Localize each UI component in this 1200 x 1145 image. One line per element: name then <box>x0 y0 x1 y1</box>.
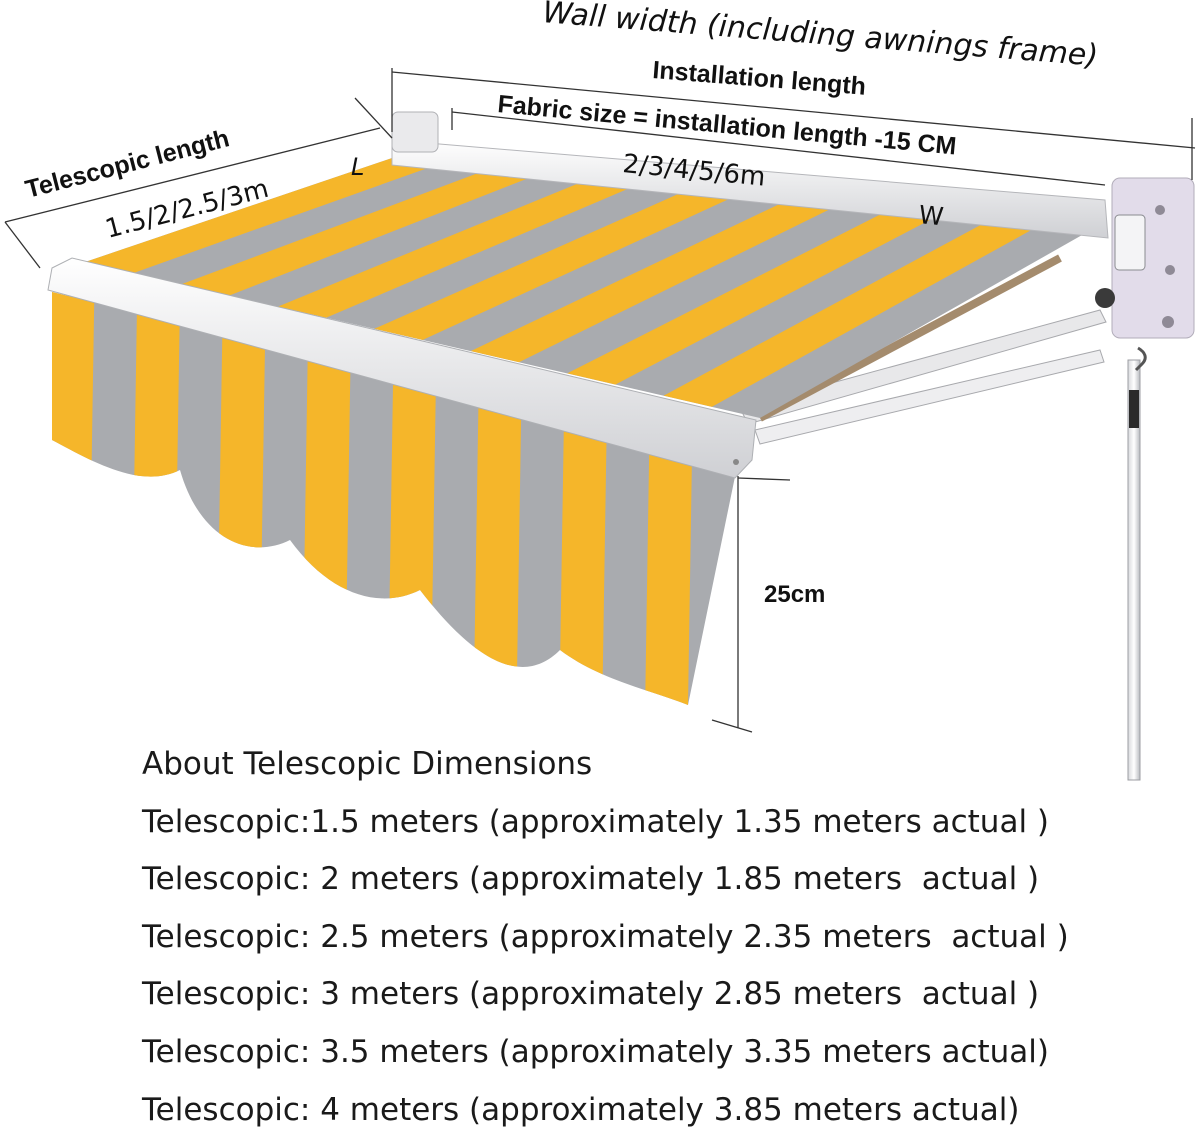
length-letter-label: L <box>351 153 364 181</box>
note-line: Telescopic: 2 meters (approximately 1.85… <box>142 861 1040 898</box>
front-bar <box>47 257 757 479</box>
canopy-stripe <box>277 176 647 318</box>
notes-heading: About Telescopic Dimensions <box>142 746 593 782</box>
arm-shadow <box>758 254 1062 422</box>
note-line: Telescopic: 4 meters (approximately 3.85… <box>142 1091 1020 1128</box>
canopy-stripe <box>374 185 749 340</box>
note-line: Telescopic:1.5 meters (approximately 1.3… <box>142 803 1050 840</box>
note-line: Telescopic: 3.5 meters (approximately 3.… <box>142 1033 1050 1070</box>
cassette-tube <box>391 139 1109 239</box>
valance-stripe <box>129 292 181 705</box>
valance-height-label: 25cm <box>764 581 825 608</box>
valance-stripe <box>52 292 95 705</box>
motor-bracket <box>1114 214 1146 271</box>
crank-hook <box>1134 346 1147 372</box>
canopy-stripe <box>663 212 1055 407</box>
crank-handle-grip <box>1129 390 1139 428</box>
wall-width-label: Wall width (including awnings frame) <box>541 0 1099 74</box>
crank-gear <box>1095 288 1115 308</box>
canopy-stripe <box>567 203 953 385</box>
installation-length-label: Installation length <box>652 56 867 101</box>
canopy-stripe <box>181 167 545 296</box>
end-cap-left <box>391 111 439 153</box>
canopy-stripe <box>470 194 851 363</box>
note-line: Telescopic: 2.5 meters (approximately 2.… <box>142 918 1069 955</box>
support-pole <box>1127 359 1141 781</box>
dimension-lines <box>4 68 1196 733</box>
width-letter-label: W <box>917 200 944 231</box>
note-line: Telescopic: 3 meters (approximately 2.85… <box>142 976 1040 1013</box>
canopy-stripe <box>85 158 443 274</box>
folding-arm-lower <box>754 349 1105 445</box>
telescopic-notes: About Telescopic Dimensions Telescopic:1… <box>142 742 1182 1145</box>
